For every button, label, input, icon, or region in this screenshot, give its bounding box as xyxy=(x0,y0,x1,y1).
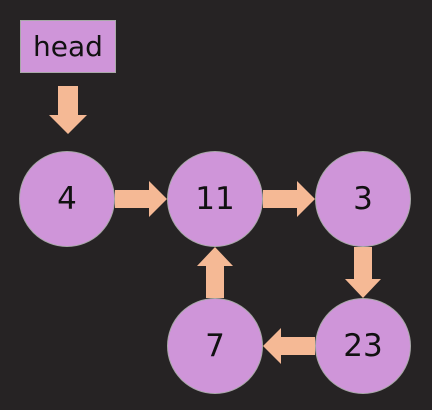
node-value: 23 xyxy=(343,328,383,364)
node-value: 3 xyxy=(353,181,373,217)
head-label: head xyxy=(33,30,103,63)
arrow-11-to-3 xyxy=(263,181,315,217)
list-node-3: 3 xyxy=(315,151,411,247)
arrow-head-to-4 xyxy=(49,86,87,134)
arrow-3-to-23 xyxy=(345,247,381,298)
arrow-23-to-7 xyxy=(263,328,315,364)
arrow-7-to-11 xyxy=(197,247,233,298)
list-node-23: 23 xyxy=(315,298,411,394)
node-value: 11 xyxy=(195,181,235,217)
node-value: 7 xyxy=(205,328,225,364)
head-label-box: head xyxy=(20,20,116,73)
list-node-11: 11 xyxy=(167,151,263,247)
arrow-4-to-11 xyxy=(115,181,167,217)
list-node-7: 7 xyxy=(167,298,263,394)
list-node-4: 4 xyxy=(19,151,115,247)
node-value: 4 xyxy=(57,181,77,217)
